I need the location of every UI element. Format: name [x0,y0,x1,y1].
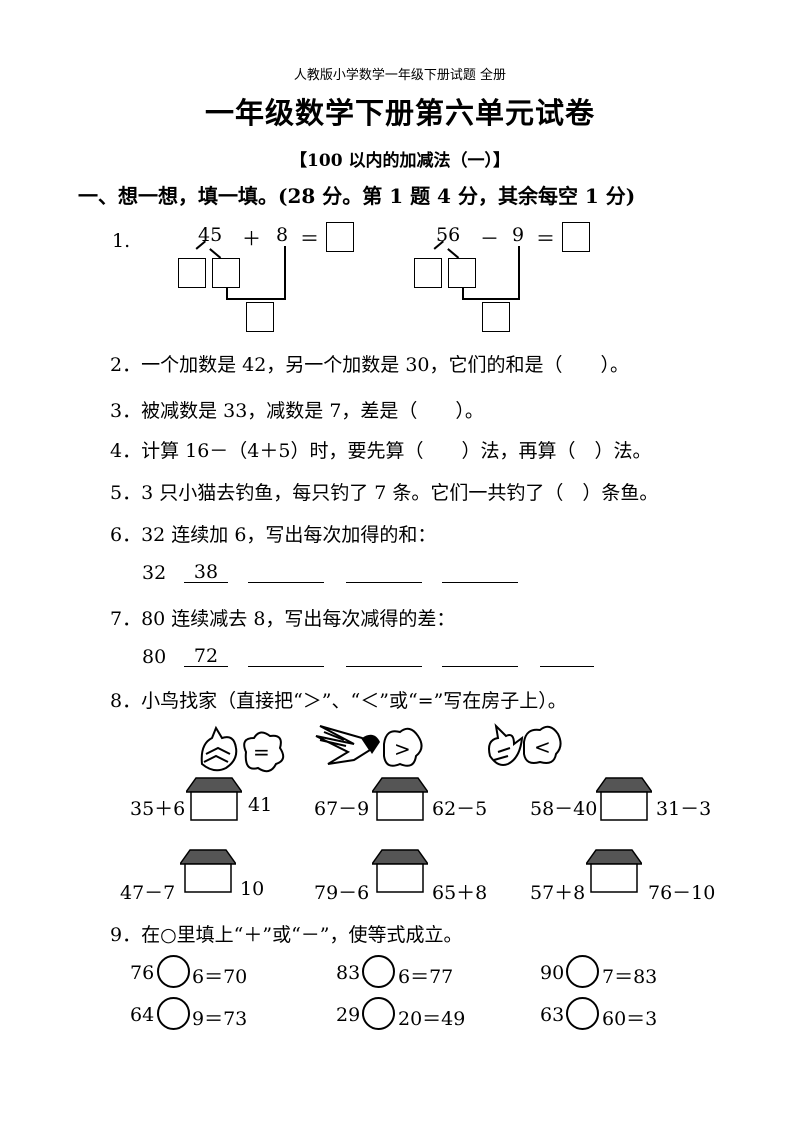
compare-left: 35＋6 [130,798,186,820]
operator-circle[interactable] [362,955,395,988]
q7-start: 80 [142,646,167,668]
connector [226,288,228,298]
q7-blank-5[interactable] [540,646,594,667]
bird-with-less-icon: < [488,723,562,766]
q9-rest: 6＝77 [398,966,454,988]
q9-number: 63 [540,1004,565,1026]
split-box[interactable] [414,258,442,288]
q6-blank-4[interactable] [442,562,518,583]
compare-right: 10 [240,878,265,900]
sum-box[interactable] [246,302,274,332]
compare-right: 76－10 [648,882,716,904]
q7-blank-3[interactable] [346,646,422,667]
q1-left-eq: ＝ [300,228,320,250]
question-4: 4．计算 16－（4＋5）时，要先算（ ）法，再算（ ）法。 [110,440,652,462]
sign-equal: = [253,740,270,764]
house-icon[interactable] [586,848,642,894]
operator-circle[interactable] [157,955,190,988]
question-9: 9．在○里填上“＋”或“－”，使等式成立。 [110,924,463,946]
house-icon[interactable] [180,848,236,894]
question-5: 5．3 只小猫去钓鱼，每只钓了 7 条。它们一共钓了（ ）条鱼。 [110,482,659,504]
q1-left-answer-box[interactable] [326,222,354,252]
question-7: 7．80 连续减去 8，写出每次减得的差： [110,608,456,630]
q9-rest: 6＝70 [192,966,248,988]
compare-left: 58－40 [530,798,598,820]
q6-start: 32 [142,562,167,584]
q9-rest: 20＝49 [398,1008,466,1030]
sign-less: < [534,735,551,759]
bird-with-greater-icon: > [315,725,423,767]
q1-right-b: 9 [512,224,525,246]
operator-circle[interactable] [566,955,599,988]
operator-circle[interactable] [157,997,190,1030]
connector [462,298,520,300]
q9-number: 76 [130,962,155,984]
section-heading: 一、想一想，填一填。(28 分。第 1 题 4 分，其余每空 1 分) [78,184,636,208]
connector [209,248,222,259]
q1-left-b: 8 [276,224,289,246]
sign-greater: > [394,737,411,761]
operator-circle[interactable] [566,997,599,1030]
split-box[interactable] [212,258,240,288]
q6-blank-1[interactable]: 38 [184,562,228,583]
q1-right-answer-box[interactable] [562,222,590,252]
operator-circle[interactable] [362,997,395,1030]
q9-rest: 60＝3 [602,1008,658,1030]
connector [447,248,460,259]
q1-left-op: ＋ [242,228,262,250]
bird-with-equal-icon: = [200,725,285,773]
q1-number: 1. [112,230,131,252]
split-box[interactable] [448,258,476,288]
house-icon[interactable] [372,848,428,894]
connector [284,246,286,298]
compare-right: 31－3 [656,798,712,820]
compare-left: 47－7 [120,882,176,904]
q1-right-eq: ＝ [536,228,556,250]
connector [518,246,520,298]
question-6: 6．32 连续加 6，写出每次加得的和： [110,524,437,546]
q6-blank-2[interactable] [248,562,324,583]
q9-number: 29 [336,1004,361,1026]
question-8: 8．小鸟找家（直接把“＞”、“＜”或“=”写在房子上）。 [110,690,567,712]
question-2: 2．一个加数是 42，另一个加数是 30，它们的和是（ ）。 [110,354,630,376]
compare-left: 57＋8 [530,882,586,904]
q9-number: 64 [130,1004,155,1026]
q9-rest: 9＝73 [192,1008,248,1030]
house-icon[interactable] [372,776,428,822]
page-subtitle: 【100 以内的加减法（一）】 [290,151,510,171]
q1-right-op: － [480,228,500,250]
compare-left: 67－9 [314,798,370,820]
house-icon[interactable] [596,776,652,822]
top-note: 人教版小学数学一年级下册试题 全册 [293,68,507,83]
q7-blank-4[interactable] [442,646,518,667]
q9-number: 83 [336,962,361,984]
q9-number: 90 [540,962,565,984]
split-box[interactable] [178,258,206,288]
q9-rest: 7＝83 [602,966,658,988]
house-icon[interactable] [186,776,242,822]
compare-left: 79－6 [314,882,370,904]
q6-blank-3[interactable] [346,562,422,583]
compare-right: 65＋8 [432,882,488,904]
connector [462,288,464,298]
q7-blank-1[interactable]: 72 [184,646,228,667]
compare-right: 41 [248,794,273,816]
compare-right: 62－5 [432,798,488,820]
connector [226,298,286,300]
difference-box[interactable] [482,302,510,332]
q7-blank-2[interactable] [248,646,324,667]
question-3: 3．被减数是 33，减数是 7，差是（ ）。 [110,400,484,422]
page-title: 一年级数学下册第六单元试卷 [204,96,595,130]
